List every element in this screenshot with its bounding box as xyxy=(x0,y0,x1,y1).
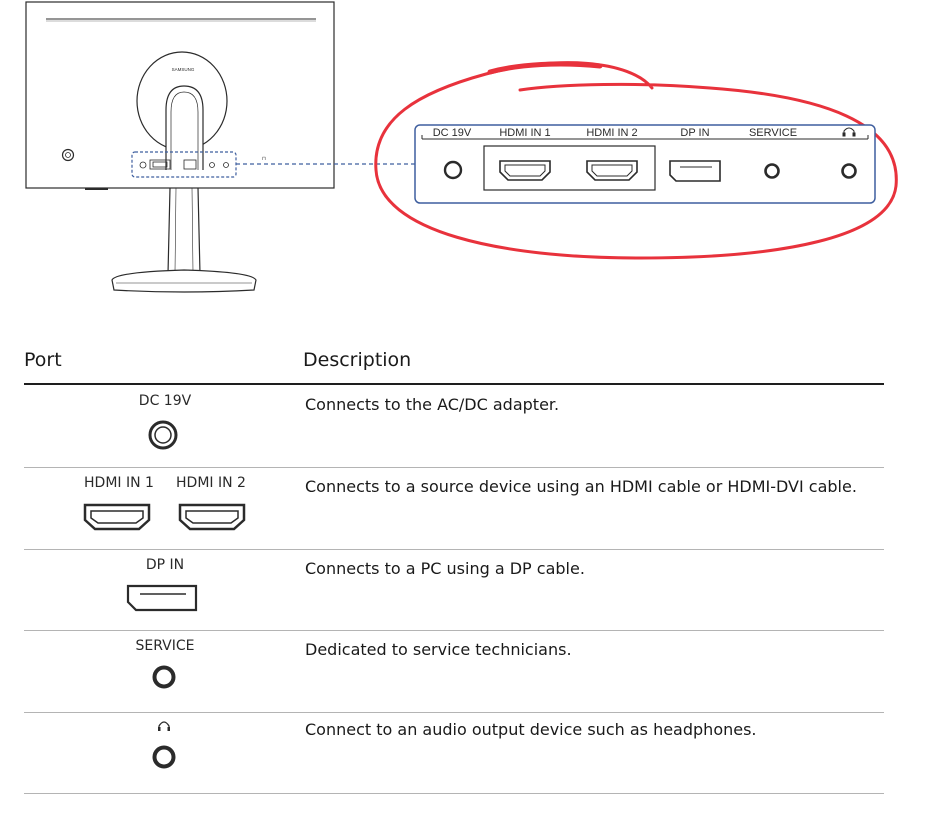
monitor-back-illustration xyxy=(25,1,335,293)
row-divider xyxy=(24,467,884,468)
row-divider xyxy=(24,549,884,550)
port-label-dp-in: DP IN xyxy=(145,557,185,573)
port-panel-enlarged xyxy=(414,124,876,204)
brand-mark: SAMSUNG xyxy=(172,67,195,72)
service-jack-icon xyxy=(152,665,176,689)
row-divider xyxy=(24,793,884,794)
description-dp-in: Connects to a PC using a DP cable. xyxy=(305,559,585,578)
hdmi-port-icon xyxy=(83,503,151,531)
column-header-port: Port xyxy=(24,349,62,371)
round-jack-icon xyxy=(148,420,178,450)
panel-label-dp: DP IN xyxy=(680,127,709,139)
panel-label-dc: DC 19V xyxy=(433,127,472,139)
table-header-rule xyxy=(24,383,884,385)
hdmi-port-icon xyxy=(178,503,246,531)
panel-headphone-icon xyxy=(842,127,856,137)
port-label-dc-19v: DC 19V xyxy=(138,393,192,409)
port-label-service: SERVICE xyxy=(135,638,195,654)
headphone-jack-icon xyxy=(152,745,176,769)
description-service: Dedicated to service technicians. xyxy=(305,640,572,659)
row-divider xyxy=(24,712,884,713)
panel-label-hdmi2: HDMI IN 2 xyxy=(586,127,637,139)
displayport-icon xyxy=(126,584,198,612)
port-label-hdmi-in-1: HDMI IN 1 xyxy=(84,475,154,491)
panel-label-hdmi1: HDMI IN 1 xyxy=(499,127,550,139)
monitor-port-diagram: SAMSUNG ⊓ DC 1 xyxy=(25,1,898,293)
headphone-icon xyxy=(158,721,170,731)
panel-label-service: SERVICE xyxy=(749,127,797,139)
description-headphone: Connect to an audio output device such a… xyxy=(305,720,757,739)
port-label-hdmi-in-2: HDMI IN 2 xyxy=(176,475,246,491)
svg-text:⊓: ⊓ xyxy=(262,156,266,162)
description-hdmi: Connects to a source device using an HDM… xyxy=(305,477,857,496)
column-header-description: Description xyxy=(303,349,412,371)
description-dc-19v: Connects to the AC/DC adapter. xyxy=(305,395,560,414)
row-divider xyxy=(24,630,884,631)
